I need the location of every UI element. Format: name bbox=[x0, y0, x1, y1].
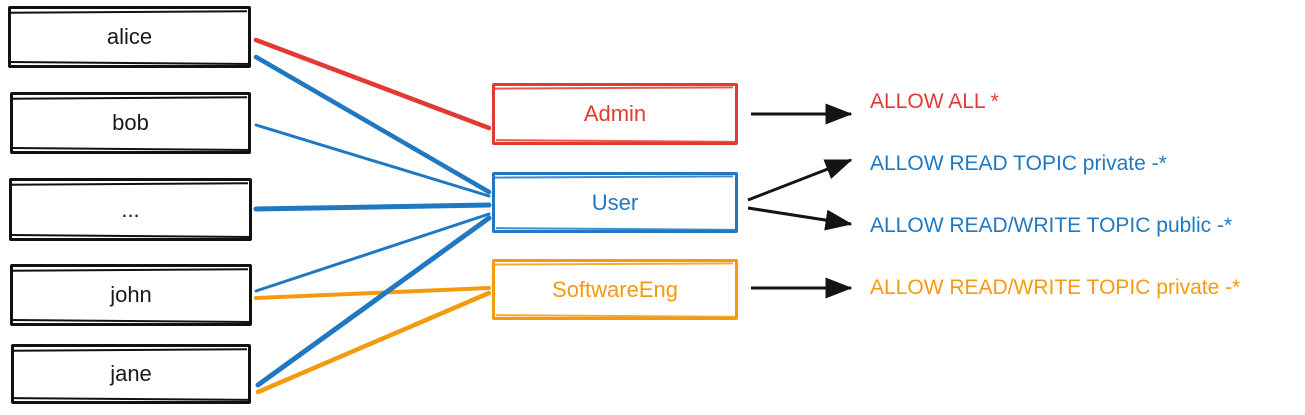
rule-label-rule-read-write-topic-public: ALLOW READ/WRITE TOPIC public -* bbox=[870, 214, 1233, 237]
link-alice-to-user bbox=[253, 54, 492, 195]
user-box-john[interactable]: john bbox=[10, 264, 252, 326]
user-box-dots[interactable]: ... bbox=[9, 178, 252, 241]
link-jane-to-softwareeng bbox=[255, 290, 492, 395]
link-jane-to-user bbox=[255, 215, 492, 388]
role-rule-arrows bbox=[747, 103, 853, 299]
link-bob-to-user bbox=[254, 123, 491, 198]
rule-label-rule-read-topic-private: ALLOW READ TOPIC private -* bbox=[870, 152, 1167, 175]
link-john-to-user bbox=[254, 212, 491, 293]
user-label-alice: alice bbox=[106, 24, 153, 49]
user-label-john: john bbox=[110, 282, 152, 307]
role-box-admin[interactable]: Admin bbox=[492, 83, 738, 145]
link-john-to-softwareeng bbox=[254, 286, 491, 300]
user-box-bob[interactable]: bob bbox=[10, 92, 251, 154]
role-label-softwareeng: SoftwareEng bbox=[552, 276, 678, 302]
user-box-jane[interactable]: jane bbox=[11, 344, 251, 404]
user-label-jane: jane bbox=[110, 361, 152, 386]
rule-label-rule-allow-all: ALLOW ALL * bbox=[870, 90, 999, 113]
user-label-dots: ... bbox=[121, 196, 140, 222]
user-label-bob: bob bbox=[112, 110, 149, 135]
arrow-user-to-rule-read-topic-private bbox=[747, 158, 853, 202]
user-role-links bbox=[253, 37, 492, 395]
role-box-user[interactable]: User bbox=[492, 172, 738, 233]
link-alice-to-admin bbox=[253, 37, 492, 131]
role-label-admin: Admin bbox=[583, 101, 647, 126]
arrow-user-to-rule-read-write-topic-public bbox=[747, 206, 853, 231]
rule-label-rule-read-write-topic-private: ALLOW READ/WRITE TOPIC private -* bbox=[870, 276, 1241, 299]
user-box-alice[interactable]: alice bbox=[8, 6, 251, 68]
role-label-user: User bbox=[591, 189, 639, 215]
role-box-softwareeng[interactable]: SoftwareEng bbox=[492, 259, 738, 320]
link-dots-to-user bbox=[253, 202, 492, 212]
